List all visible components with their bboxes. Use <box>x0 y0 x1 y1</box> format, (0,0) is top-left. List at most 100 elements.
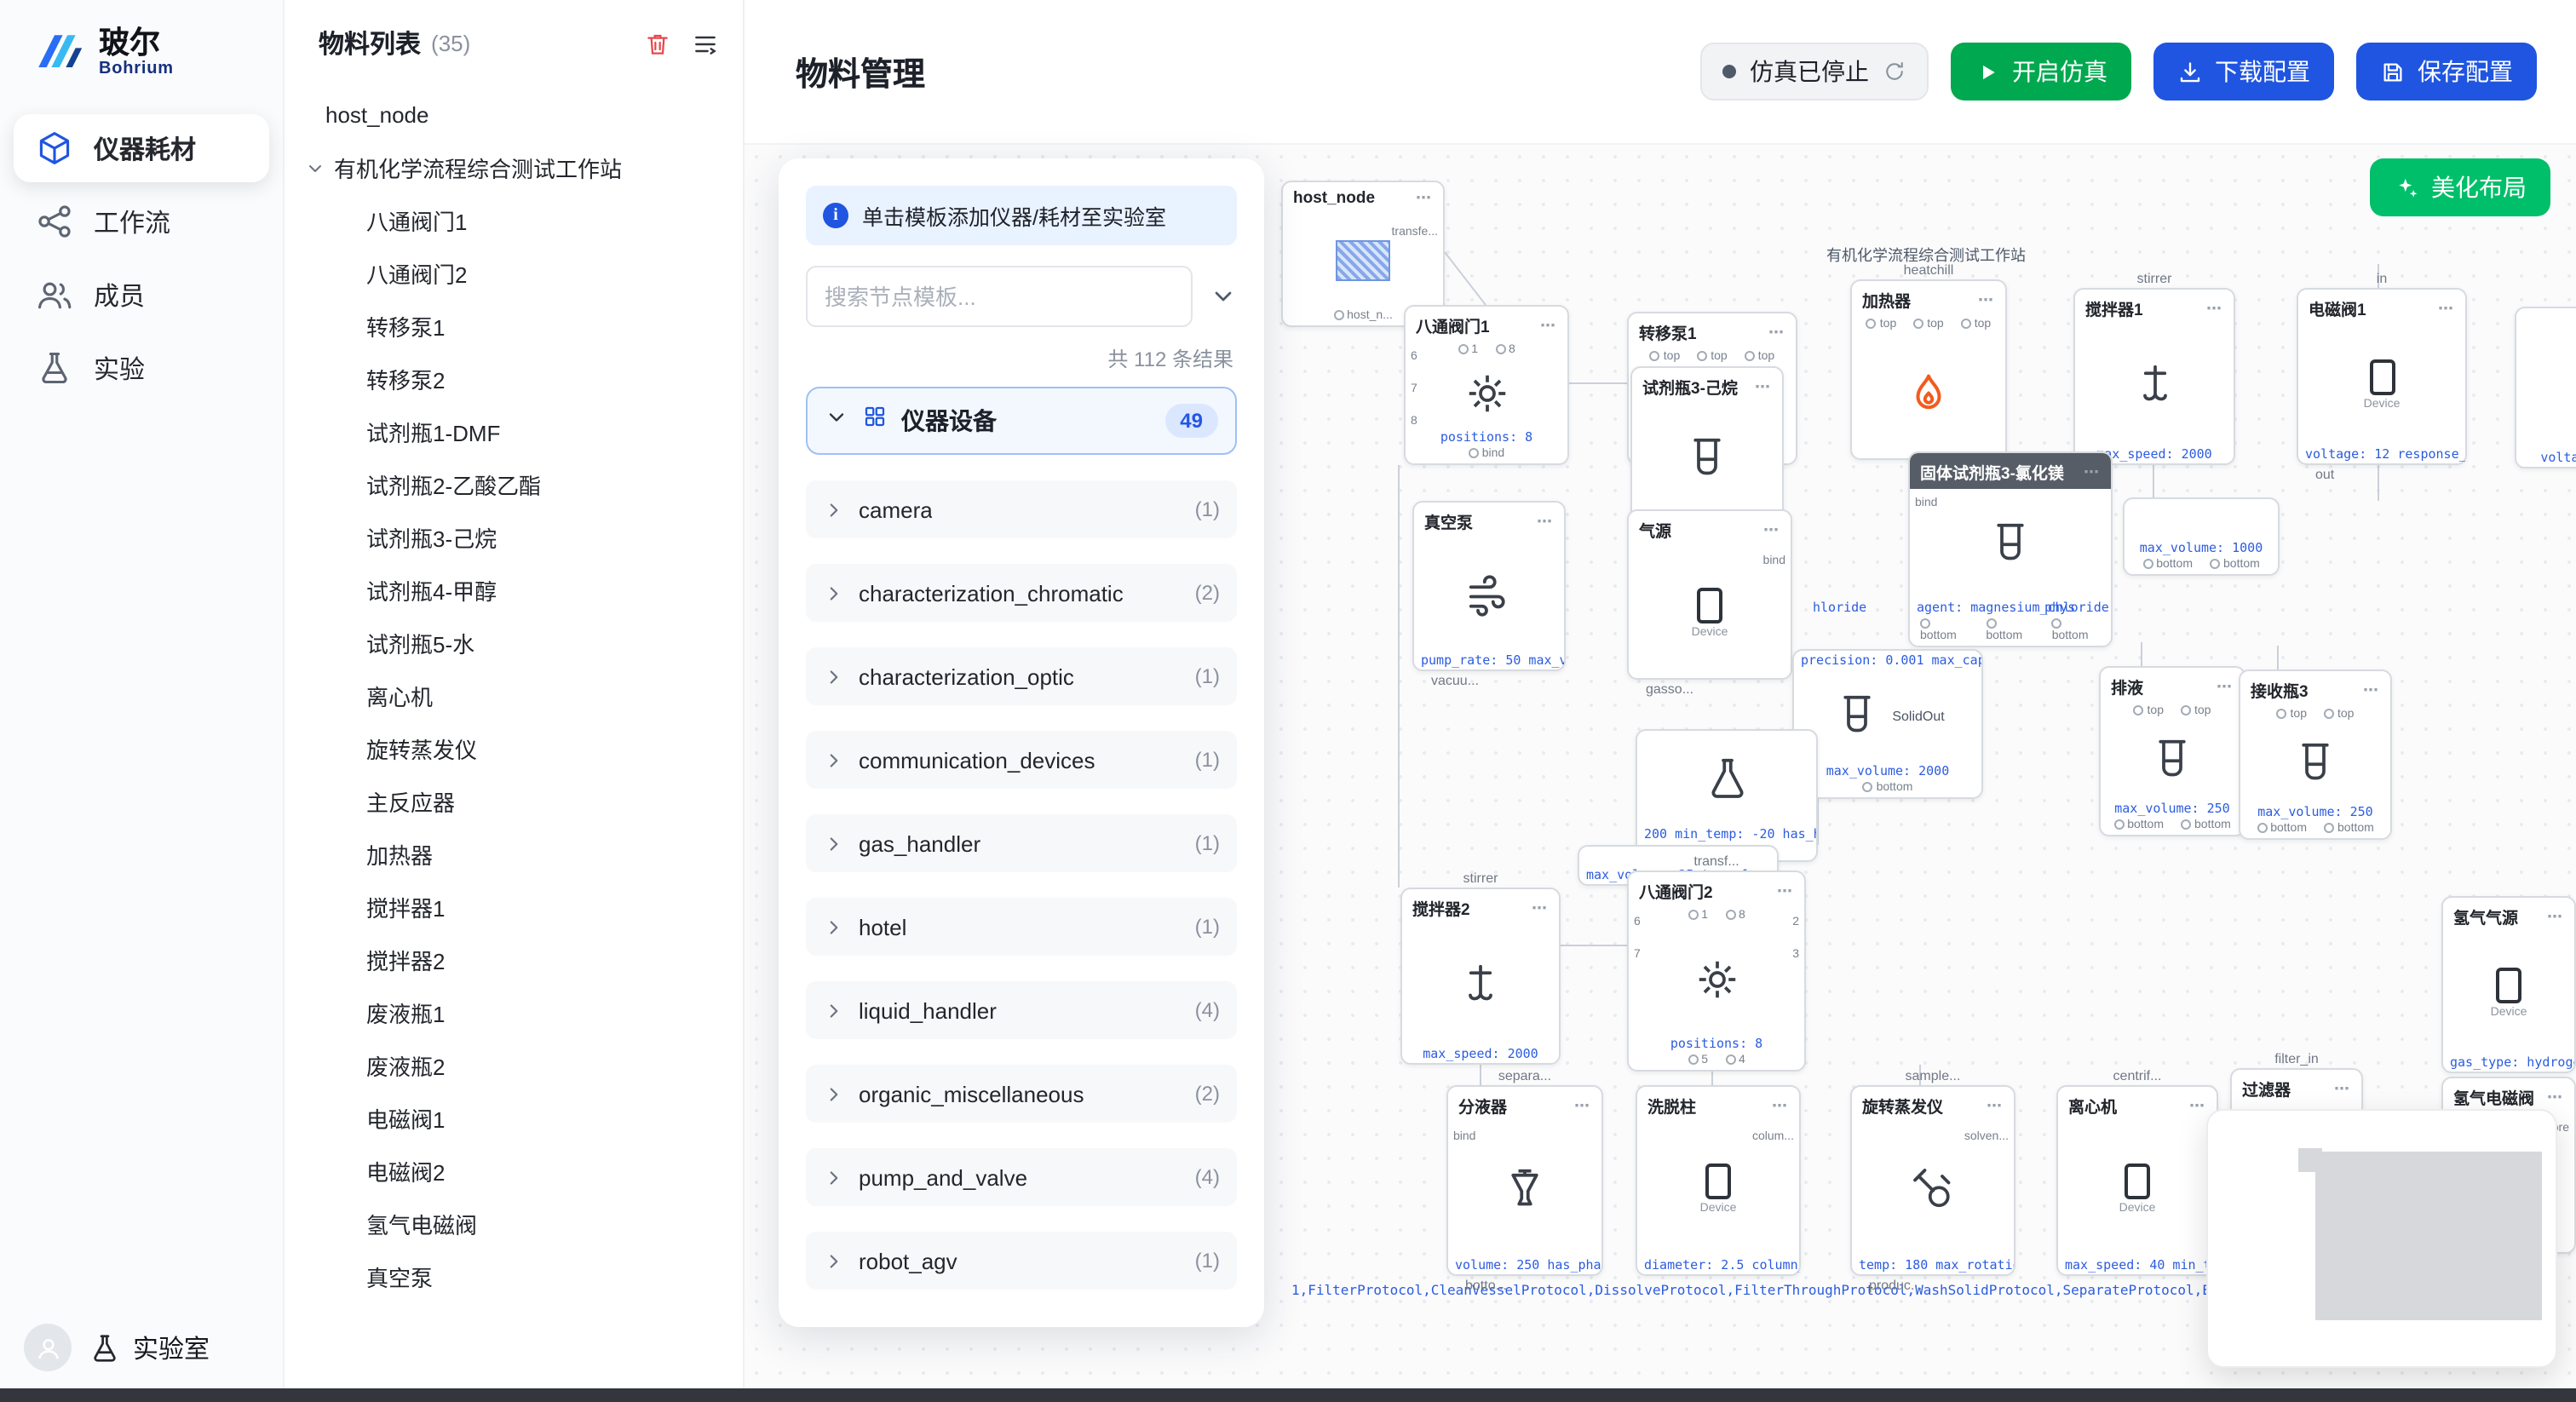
template-group-instruments[interactable]: 仪器设备 49 <box>806 387 1237 455</box>
beautify-layout-button[interactable]: 美化布局 <box>2370 158 2550 216</box>
trash-icon[interactable] <box>644 30 671 57</box>
tree-item[interactable]: 离心机 <box>366 685 434 710</box>
rotavap-icon <box>1907 1164 1958 1215</box>
tree-item[interactable]: 转移泵1 <box>366 315 446 341</box>
tree-item[interactable]: 电磁阀1 <box>366 1107 446 1133</box>
tree-item[interactable]: 电磁阀2 <box>366 1160 446 1186</box>
template-category[interactable]: communication_devices(1) <box>806 731 1237 789</box>
template-category[interactable]: pump_and_valve(4) <box>806 1148 1237 1206</box>
canvas-node[interactable]: ⋯voltage: 12 <box>2515 307 2576 468</box>
sidebar-item-experiments[interactable]: 实验 <box>14 334 269 402</box>
tree-item[interactable]: 真空泵 <box>366 1266 434 1291</box>
tree-item[interactable]: 搅拌器2 <box>366 949 446 974</box>
node-menu-icon[interactable]: ⋯ <box>1772 1096 1789 1113</box>
node-menu-icon[interactable]: ⋯ <box>1574 1096 1591 1113</box>
node-body <box>1283 213 1443 308</box>
node-menu-icon[interactable]: ⋯ <box>2547 1088 2564 1105</box>
canvas-node[interactable]: 200 min_temp: -20 has_heatbottom <box>1636 729 1818 862</box>
refresh-icon[interactable] <box>1883 60 1906 83</box>
collapse-panel-button[interactable] <box>1210 283 1237 310</box>
node-menu-icon[interactable]: ⋯ <box>2206 299 2223 316</box>
node-menu-icon[interactable]: ⋯ <box>1537 512 1554 529</box>
template-category[interactable]: characterization_optic(1) <box>806 647 1237 705</box>
tree-item[interactable]: 废液瓶2 <box>366 1054 446 1080</box>
template-category[interactable]: organic_miscellaneous(2) <box>806 1065 1237 1123</box>
tree-item[interactable]: 废液瓶1 <box>366 1002 446 1027</box>
node-menu-icon[interactable]: ⋯ <box>1755 377 1772 394</box>
node-menu-icon[interactable]: ⋯ <box>1540 316 1557 333</box>
template-category[interactable]: gas_handler(1) <box>806 814 1237 872</box>
tree-item[interactable]: 试剂瓶3-己烷 <box>366 526 497 552</box>
canvas-node[interactable]: separa...分液器⋯volume: 250 has_phases: tru… <box>1446 1068 1603 1293</box>
node-menu-icon[interactable]: ⋯ <box>2084 463 2101 480</box>
node-menu-icon[interactable]: ⋯ <box>1416 189 1433 206</box>
node-menu-icon[interactable]: ⋯ <box>2217 677 2234 694</box>
canvas-node[interactable]: precision: 0.001 max_capacity: 10SolidOu… <box>1792 649 1983 799</box>
node-menu-icon[interactable]: ⋯ <box>2334 1079 2351 1096</box>
download-config-button[interactable]: 下载配置 <box>2153 43 2334 101</box>
tree-item[interactable]: 八通阀门1 <box>366 210 468 235</box>
canvas-node[interactable]: host_node⋯host_n...transfe... <box>1281 181 1445 327</box>
start-simulation-button[interactable]: 开启仿真 <box>1951 43 2131 101</box>
lab-entry[interactable]: 实验室 <box>89 1330 210 1365</box>
tree-item[interactable]: 试剂瓶1-DMF <box>366 421 501 446</box>
node-menu-icon[interactable]: ⋯ <box>1777 882 1794 899</box>
search-input[interactable] <box>806 266 1193 327</box>
sidebar-item-instruments[interactable]: 仪器耗材 <box>14 114 269 182</box>
tree-item-root[interactable]: host_node <box>325 102 429 128</box>
node-menu-icon[interactable]: ⋯ <box>1532 899 1549 916</box>
node-menu-icon[interactable]: ⋯ <box>2189 1096 2206 1113</box>
device-icon: Device <box>1700 1164 1736 1215</box>
minimap[interactable] <box>2206 1109 2557 1368</box>
node-menu-icon[interactable]: ⋯ <box>1978 290 1995 307</box>
device-icon: Device <box>2364 359 2400 411</box>
tree-item[interactable]: 转移泵2 <box>366 368 446 394</box>
graph-canvas[interactable]: 有机化学流程综合测试工作站 host_node⋯host_n...transfe… <box>745 145 2576 1388</box>
canvas-node[interactable]: 真空泵⋯pump_rate: 50 max_vacuum: 0.1vacuu..… <box>1412 501 1566 688</box>
node-menu-icon[interactable]: ⋯ <box>2438 299 2455 316</box>
tree-item[interactable]: 氢气电磁阀 <box>366 1213 478 1238</box>
node-menu-icon[interactable]: ⋯ <box>2547 907 2564 924</box>
template-category[interactable]: robot_agv(1) <box>806 1232 1237 1290</box>
node-title: 分液器⋯ <box>1458 1096 1591 1118</box>
template-category[interactable]: characterization_chromatic(2) <box>806 564 1237 622</box>
tree-item[interactable]: 试剂瓶5-水 <box>366 632 475 658</box>
node-menu-icon[interactable]: ⋯ <box>1763 520 1780 537</box>
avatar[interactable] <box>24 1324 72 1371</box>
collapse-list-icon[interactable] <box>692 30 719 57</box>
template-category[interactable]: camera(1) <box>806 480 1237 538</box>
tree-item[interactable]: 主反应器 <box>366 790 456 816</box>
template-category[interactable]: liquid_handler(4) <box>806 981 1237 1039</box>
sidebar-item-workflow[interactable]: 工作流 <box>14 187 269 256</box>
sidebar-item-members[interactable]: 成员 <box>14 261 269 329</box>
tree-item[interactable]: 加热器 <box>366 843 434 869</box>
node-menu-icon[interactable]: ⋯ <box>2363 681 2380 698</box>
template-category[interactable]: hotel(1) <box>806 898 1237 956</box>
port-label: stirrer <box>2136 271 2172 286</box>
tree-item[interactable]: 八通阀门2 <box>366 262 468 288</box>
tree-item[interactable]: 搅拌器1 <box>366 896 446 922</box>
tree-item[interactable]: 试剂瓶2-乙酸乙酯 <box>366 474 542 499</box>
save-config-button[interactable]: 保存配置 <box>2356 43 2537 101</box>
node-menu-icon[interactable]: ⋯ <box>1987 1096 2004 1113</box>
tree-item[interactable]: 旋转蒸发仪 <box>366 738 478 763</box>
tree-item[interactable]: 试剂瓶4-甲醇 <box>366 579 497 605</box>
port-labels: bind <box>1406 446 1567 463</box>
canvas-node[interactable]: sample...旋转蒸发仪⋯temp: 180 max_rotation_sp… <box>1850 1068 2015 1293</box>
tree-item-group[interactable]: 有机化学流程综合测试工作站 <box>285 141 743 194</box>
node-menu-icon[interactable]: ⋯ <box>1768 323 1785 340</box>
